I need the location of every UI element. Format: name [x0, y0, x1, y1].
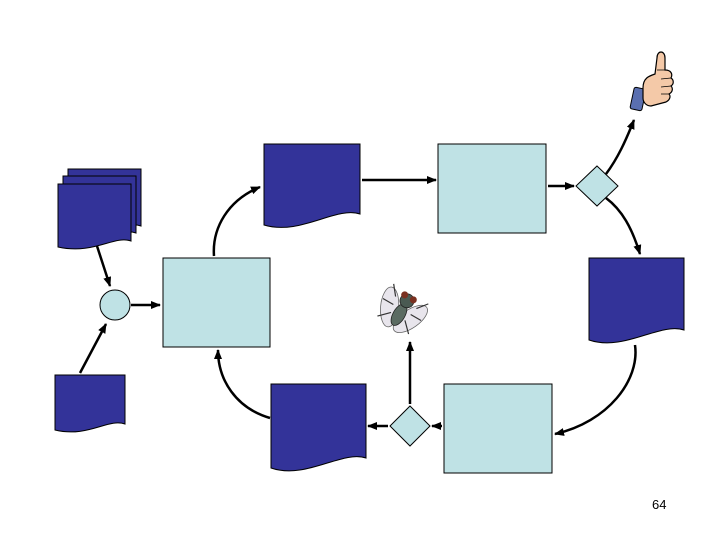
process-box-left [162, 257, 271, 348]
arrow-document-bottom-to-process-left [214, 349, 271, 420]
multi-document-stack [57, 168, 142, 250]
merge-connector [99, 289, 131, 321]
process-box-bottom [443, 383, 553, 474]
arrow-diamond-to-document-right [605, 197, 642, 255]
stack-page-front [57, 183, 132, 250]
document-top [263, 143, 361, 228]
arrow-document-right-to-process-bottom [554, 344, 637, 436]
arrow-process-left-to-document-top [212, 185, 261, 257]
decision-diamond-top [575, 165, 619, 207]
thumbs-up-icon [629, 51, 674, 112]
arrow-stack-to-connector [95, 245, 112, 287]
arrow-document-to-connector [78, 323, 108, 374]
arrow-diamond-to-thumbs-up [604, 119, 636, 175]
page-number: 64 [652, 497, 667, 512]
fly-icon [377, 283, 429, 335]
decision-diamond-bottom [389, 405, 431, 447]
document-right [588, 257, 685, 344]
process-box-top [437, 143, 547, 234]
document-bottom [270, 383, 367, 472]
input-document-bottom-left [54, 374, 126, 433]
